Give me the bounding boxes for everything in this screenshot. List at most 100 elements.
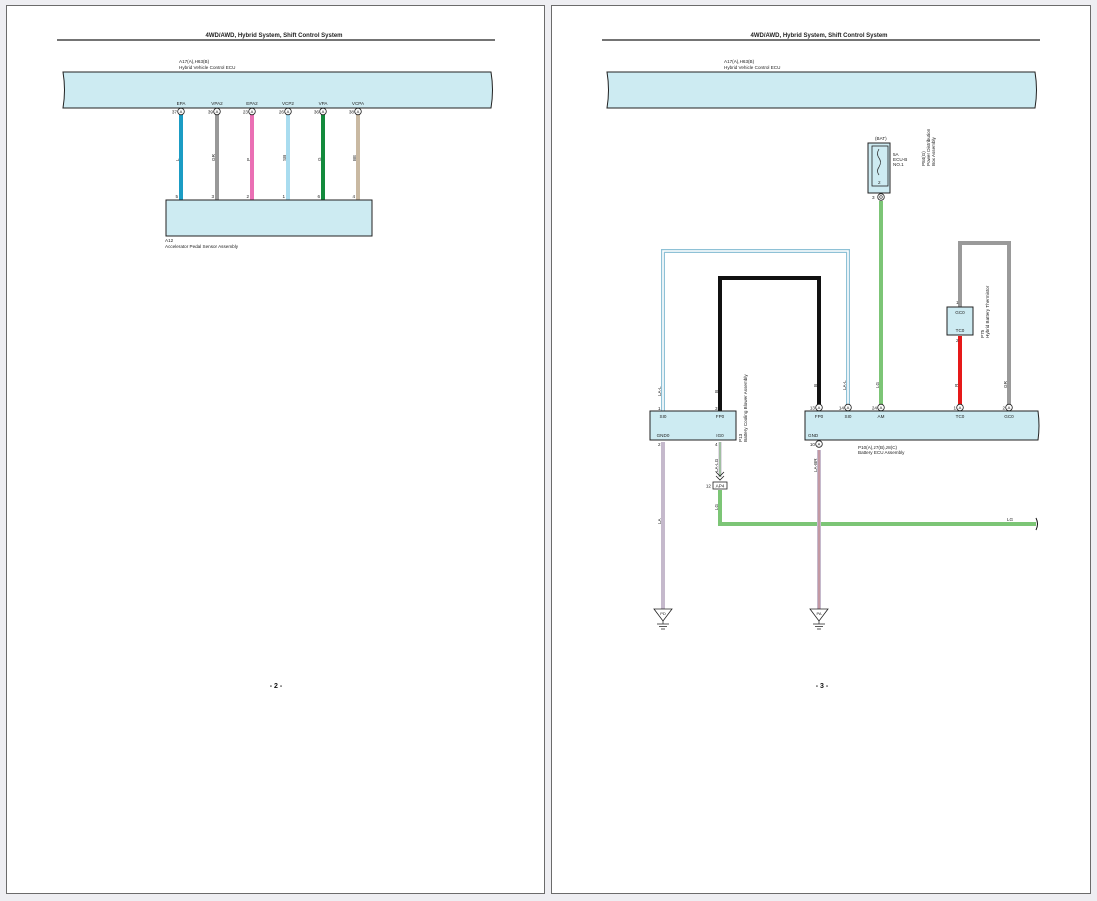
junction-pin: 12 [706, 484, 712, 489]
sensor-name: Accelerator Pedal Sensor Assembly [165, 244, 239, 249]
wire-b [718, 276, 821, 415]
ground-pd: PD [653, 608, 673, 630]
sensor-pin-number: 4 [352, 194, 355, 199]
battery-ecu-terminal-label: GC0 [1004, 414, 1014, 419]
fuse-box-name-1: Power Distribution [926, 128, 931, 166]
thermistor-pin-2: 2 [956, 338, 959, 343]
thermistor-code: P75 [980, 329, 985, 338]
ecu-connector-letter: A [287, 109, 290, 114]
battery-ecu-name: Battery ECU Assembly [858, 450, 905, 455]
battery-ecu-pin-tc0 [956, 403, 964, 412]
wire-color-code: G [317, 157, 322, 161]
blower-terminal-ig0: IG0 [716, 433, 724, 438]
ground-pa-label: PA [816, 611, 821, 616]
ecu-terminal-label: EPA2 [246, 101, 258, 106]
wire-label-la: LA [657, 517, 662, 524]
ecu-connector-letter: A [357, 109, 360, 114]
wire-color-code: P [246, 158, 251, 161]
ecu-pin-circle [248, 107, 256, 116]
fuse-box-code: P84(G) [921, 151, 926, 166]
battery-ecu-terminal-label: FP0 [815, 414, 824, 419]
battery-ecu-terminal-label: SI0 [845, 414, 852, 419]
battery-ecu-connector-letter: A [847, 405, 850, 410]
wire-lg-bus [718, 490, 1036, 526]
ecu-code: A17(A),H63(B) [179, 59, 210, 64]
ecu-terminal-label: VCP2 [282, 101, 294, 106]
ground-icon [657, 621, 669, 630]
junction-label: AP4 [716, 484, 725, 489]
ground-pa: PA [809, 608, 829, 630]
wire-label-la-l-ecu: LA-L [842, 380, 847, 390]
fuse-name: ECU-B [893, 157, 907, 162]
battery-ecu-pin-number: 24 [872, 406, 878, 411]
ecu-code: A17(A),H63(B) [724, 59, 755, 64]
sensor-pin-number: 6 [317, 194, 320, 199]
page-2: 4WD/AWD, Hybrid System, Shift Control Sy… [6, 5, 545, 894]
ecu-pin-circle [213, 107, 221, 116]
wire-label-la-lg: LA-LG [714, 458, 719, 472]
blower-pin-ig0: 4 [715, 442, 718, 447]
battery-ecu-pin-number: 2 [1002, 406, 1005, 411]
sensor-pin-number: 2 [246, 194, 249, 199]
wire-label-la-l: LA-L [657, 386, 662, 396]
battery-ecu-gnd-pin [815, 440, 823, 448]
fuse-inner-pin: 2 [878, 180, 881, 185]
wire-label-gr: GR [1003, 380, 1008, 388]
fuse-rating: 5A [893, 152, 900, 157]
ecu-connector-letter: A [180, 109, 183, 114]
ecu-pin-number: 37 [172, 110, 178, 115]
wire-label-b: B [714, 390, 719, 393]
page-number: - 2 - [270, 683, 283, 690]
battery-ecu-connector-letter: A [1008, 405, 1011, 410]
ecu-pin-circle [177, 107, 185, 116]
hybrid-battery-thermistor-box [946, 306, 974, 336]
hybrid-vehicle-control-ecu-box [606, 71, 1037, 109]
battery-ecu-pin-number: 14 [839, 406, 845, 411]
page-3: 4WD/AWD, Hybrid System, Shift Control Sy… [551, 5, 1091, 894]
ecu-name: Hybrid Vehicle Control ECU [724, 65, 780, 70]
ecu-connector-letter: A [251, 109, 254, 114]
wire-label-la-br: LA-BR [813, 458, 818, 472]
sensor-pin-number: 5 [175, 194, 178, 199]
blower-pin-si0: 1 [658, 406, 661, 411]
wire-label-b-ecu: B [813, 384, 818, 387]
blower-terminal-fp0: FP0 [716, 414, 725, 419]
wire-color-code: L [175, 158, 180, 161]
wire-label-r: R [954, 383, 959, 387]
battery-ecu-connector-letter: A [959, 405, 962, 410]
wire-color-code: GR [211, 153, 216, 161]
ecu-pin-number: 36 [314, 110, 320, 115]
ecu-connector-letter: A [216, 109, 219, 114]
ecu-terminal-label: VPA [319, 101, 329, 106]
ecu-terminal-label: EPA [177, 101, 187, 106]
thermistor-pin-1: 1 [956, 300, 959, 305]
battery-cooling-blower-box [649, 410, 737, 441]
battery-ecu-gnd-terminal: GND [808, 433, 819, 438]
sensor-pin-number: 3 [211, 194, 214, 199]
fuse-number: NO.1 [893, 162, 904, 167]
battery-ecu-terminal-label: TC0 [956, 414, 965, 419]
ecu-name: Hybrid Vehicle Control ECU [179, 65, 235, 70]
ecu-terminal-label: VCPA [352, 101, 365, 106]
battery-ecu-pin-fp0 [815, 403, 823, 412]
battery-ecu-gnd-pin-number: 10 [810, 442, 816, 447]
thermistor-terminal-gc0: GC0 [955, 310, 965, 315]
wire-label-lg-lower: LG [714, 503, 719, 510]
blower-name: Battery Cooling Blower Assembly [743, 374, 748, 442]
fuse-outer-pin [877, 193, 885, 201]
battery-ecu-pin-number: 13 [810, 406, 816, 411]
wire-continuation-mark [1035, 517, 1038, 531]
wiring-diagram-page-2: 4WD/AWD, Hybrid System, Shift Control Sy… [57, 33, 495, 690]
battery-ecu-pin-am [877, 403, 885, 412]
wire-color-labels: LA-L B B LA-L LG R GR LA LA-LG LG LA-BR … [657, 380, 1014, 524]
ecu-pin-number: 26 [279, 110, 285, 115]
battery-ecu-code: P10(A),z7(B),z8(C) [858, 445, 898, 450]
ground-pd-label: PD [660, 611, 666, 616]
ecu-connector-letter: A [322, 109, 325, 114]
battery-ecu-box [804, 410, 1040, 441]
wiring-diagram-page-3: 4WD/AWD, Hybrid System, Shift Control Sy… [602, 33, 1040, 690]
battery-ecu-connector-letter: A [880, 405, 883, 410]
ecu-pin-number: 39 [208, 110, 214, 115]
battery-ecu-pin-number: 1 [953, 406, 956, 411]
